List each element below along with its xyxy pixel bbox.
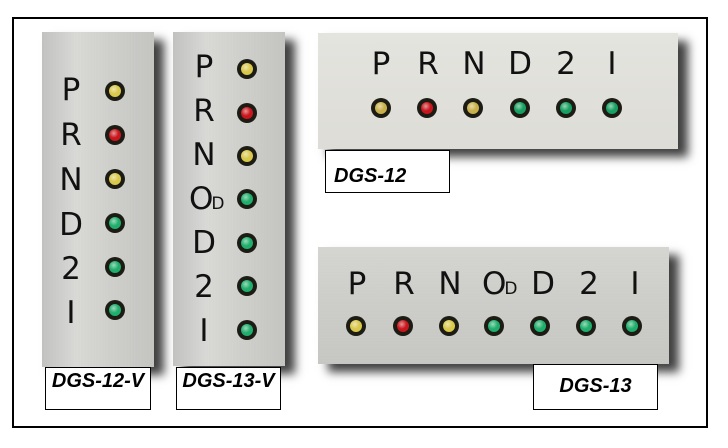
panel-dgs-13-v: P R N OD D 2 I [173, 32, 285, 366]
led-green-icon [484, 316, 504, 336]
model-label: DGS-12 [334, 165, 407, 187]
gear-label: D [508, 46, 532, 82]
gear-label: P [61, 72, 81, 108]
led-yellow-icon [439, 316, 459, 336]
model-label: DGS-12-V [51, 370, 145, 392]
model-label: DGS-13 [559, 375, 632, 397]
gear-label: 2 [194, 269, 214, 305]
led-green-icon [556, 98, 576, 118]
led-yellow-icon [346, 316, 366, 336]
gear-label: 2 [579, 266, 599, 302]
led-green-icon [510, 98, 530, 118]
gear-label: 2 [61, 251, 81, 287]
led-red-icon [393, 316, 413, 336]
model-label: DGS-13-V [182, 370, 275, 392]
gear-label: I [66, 295, 76, 331]
led-red-icon [417, 98, 437, 118]
led-green-icon [237, 233, 257, 253]
gear-label: N [192, 137, 216, 173]
gear-label-od: OD [189, 181, 225, 217]
led-green-icon [237, 276, 257, 296]
led-yellow-icon [463, 98, 483, 118]
panel-dgs-12-v: P R N D 2 I [42, 32, 154, 367]
gear-label-od: OD [482, 266, 518, 302]
led-yellow-icon [237, 59, 257, 79]
outer-frame [12, 17, 708, 428]
gear-label: N [462, 46, 486, 82]
gear-label: P [371, 46, 391, 82]
led-yellow-icon [237, 146, 257, 166]
led-green-icon [530, 316, 550, 336]
model-label-box: DGS-13 [533, 364, 658, 410]
panel-dgs-13: P R N OD D 2 I [318, 247, 669, 364]
led-green-icon [602, 98, 622, 118]
gear-label: D [59, 207, 83, 243]
led-yellow-icon [371, 98, 391, 118]
gear-label: R [193, 93, 215, 129]
led-green-icon [105, 213, 125, 233]
gear-label: I [607, 46, 617, 82]
gear-label: I [199, 313, 209, 349]
led-yellow-icon [105, 81, 125, 101]
gear-label: I [630, 266, 640, 302]
gear-label: R [417, 46, 439, 82]
gear-label: R [60, 117, 82, 153]
gear-label: N [59, 162, 83, 198]
gear-label: N [438, 266, 462, 302]
led-green-icon [105, 257, 125, 277]
led-red-icon [237, 103, 257, 123]
gear-label: P [347, 266, 367, 302]
gear-label: R [393, 266, 415, 302]
gear-label: 2 [556, 46, 576, 82]
led-red-icon [105, 125, 125, 145]
gear-label: D [192, 225, 216, 261]
model-label-box: DGS-13-V [176, 367, 281, 410]
model-label-box: DGS-12-V [45, 367, 151, 410]
led-green-icon [237, 189, 257, 209]
led-green-icon [576, 316, 596, 336]
led-green-icon [237, 320, 257, 340]
gear-label: D [531, 266, 555, 302]
led-green-icon [105, 300, 125, 320]
panel-dgs-12: P R N D 2 I [318, 33, 678, 149]
model-label-box: DGS-12 [325, 150, 450, 193]
led-yellow-icon [105, 169, 125, 189]
gear-label: P [194, 49, 214, 85]
led-green-icon [622, 316, 642, 336]
